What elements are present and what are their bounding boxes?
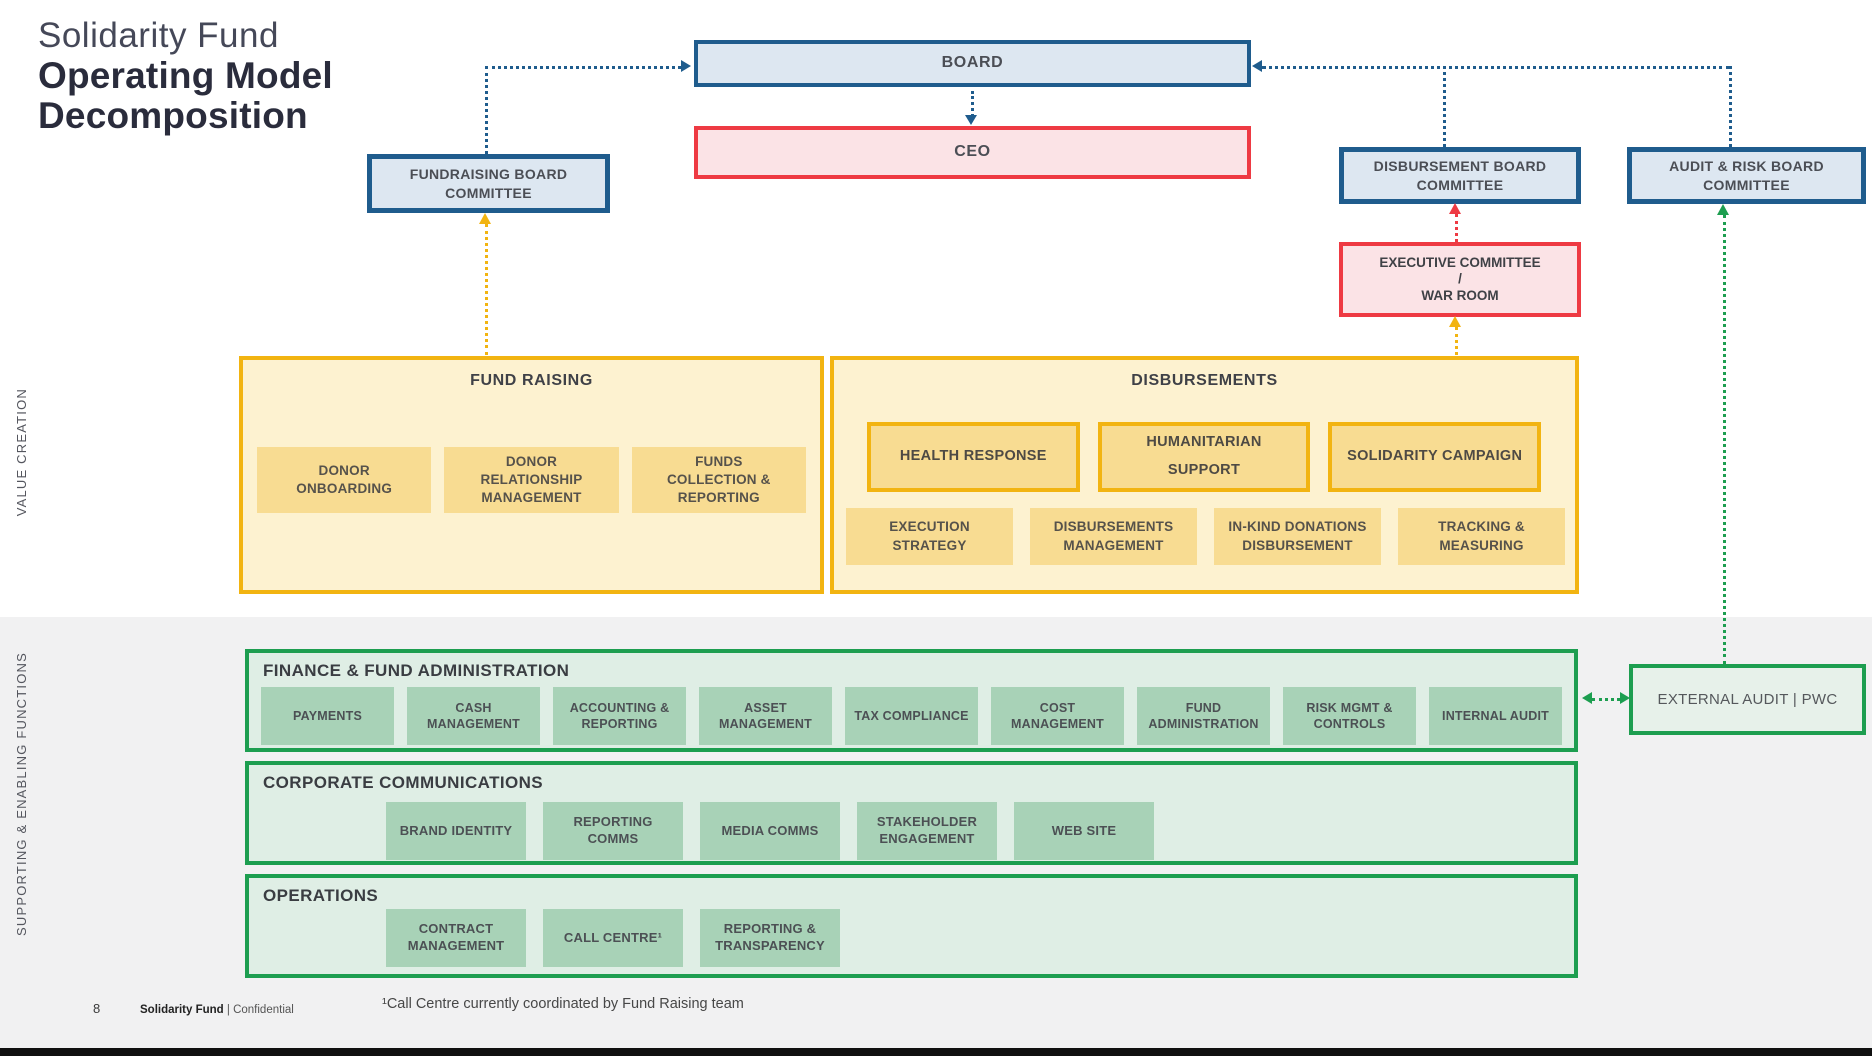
program-chip: HUMANITARIAN SUPPORT — [1097, 422, 1311, 492]
capability-chip: IN-KIND DONATIONS DISBURSEMENT — [1214, 508, 1381, 565]
connector-fundraising-section-to-committee — [485, 224, 488, 355]
capability-chip: FUNDS COLLECTION & REPORTING — [631, 447, 806, 513]
capability-chip: TRACKING & MEASURING — [1398, 508, 1565, 565]
program-chip: HEALTH RESPONSE — [867, 422, 1080, 492]
finance-title: FINANCE & FUND ADMINISTRATION — [263, 661, 570, 680]
page-number: 8 — [93, 1001, 101, 1016]
arrow-into-audit-committee-icon — [1717, 204, 1729, 215]
value-creation-axis-label: VALUE CREATION — [14, 388, 29, 517]
capability-chip: CONTRACT MANAGEMENT — [386, 909, 526, 967]
arrow-into-board-left-icon — [681, 60, 691, 72]
title-brand: Solidarity Fund — [38, 16, 279, 55]
capability-chip: INTERNAL AUDIT — [1429, 687, 1562, 745]
fund-raising-title: FUND RAISING — [470, 372, 593, 389]
arrow-into-external-audit-icon — [1620, 692, 1630, 704]
exec-line3: WAR ROOM — [1421, 287, 1499, 303]
external-audit-box: EXTERNAL AUDIT | PWC — [1629, 664, 1866, 735]
capability-chip: REPORTING COMMS — [543, 802, 683, 860]
capability-chip: DONOR RELATIONSHIP MANAGEMENT — [444, 447, 619, 513]
connector-fundraising-to-board-horizontal — [485, 66, 681, 69]
connector-disbursement-committee-vertical — [1443, 66, 1446, 147]
connector-fundraising-to-board-vertical — [485, 66, 488, 154]
footnote: ¹Call Centre currently coordinated by Fu… — [382, 996, 744, 1012]
capability-chip: EXECUTION STRATEGY — [846, 508, 1013, 565]
supporting-functions-axis-label: SUPPORTING & ENABLING FUNCTIONS — [14, 652, 29, 936]
capability-chip: DONOR ONBOARDING — [257, 447, 432, 513]
audit-risk-board-committee-box: AUDIT & RISK BOARD COMMITTEE — [1627, 147, 1866, 204]
capability-chip: STAKEHOLDER ENGAGEMENT — [857, 802, 997, 860]
finance-items-row: PAYMENTS CASH MANAGEMENT ACCOUNTING & RE… — [261, 687, 1562, 745]
fund-raising-section: FUND RAISING DONOR ONBOARDING DONOR RELA… — [239, 356, 824, 594]
connector-external-audit-to-audit-committee — [1723, 215, 1726, 664]
disbursements-programs-row: HEALTH RESPONSE HUMANITARIAN SUPPORT SOL… — [867, 422, 1542, 492]
arrow-into-disbursement-committee-icon — [1449, 203, 1461, 214]
capability-chip: FUND ADMINISTRATION — [1137, 687, 1270, 745]
arrow-into-fundraising-committee-icon — [479, 213, 491, 224]
slide-title: Solidarity Fund Operating Model Decompos… — [38, 16, 333, 136]
capability-chip: COST MANAGEMENT — [991, 687, 1124, 745]
finance-section: FINANCE & FUND ADMINISTRATION PAYMENTS C… — [245, 649, 1578, 752]
corporate-communications-items-row: BRAND IDENTITY REPORTING COMMS MEDIA COM… — [386, 802, 1154, 860]
capability-chip: CALL CENTRE¹ — [543, 909, 683, 967]
title-line3: Decomposition — [38, 95, 308, 137]
confidential-line: Solidarity Fund | Confidential — [140, 1004, 294, 1016]
disbursements-items-row: EXECUTION STRATEGY DISBURSEMENTS MANAGEM… — [846, 508, 1565, 565]
capability-chip: RISK MGMT & CONTROLS — [1283, 687, 1416, 745]
disbursements-title: DISBURSEMENTS — [1131, 372, 1278, 389]
exec-line1: EXECUTIVE COMMITTEE — [1379, 255, 1541, 271]
connector-finance-external-audit — [1592, 698, 1620, 701]
operations-section: OPERATIONS CONTRACT MANAGEMENT CALL CENT… — [245, 874, 1578, 978]
footer-brand: Solidarity Fund — [140, 1004, 224, 1016]
operations-title: OPERATIONS — [263, 886, 379, 905]
arrow-into-finance-icon — [1582, 692, 1592, 704]
bottom-bar — [0, 1048, 1872, 1056]
executive-committee-war-room-box: EXECUTIVE COMMITTEE / WAR ROOM — [1339, 242, 1581, 317]
connector-exec-to-disbursement-committee — [1455, 214, 1458, 242]
operations-items-row: CONTRACT MANAGEMENT CALL CENTRE¹ REPORTI… — [386, 909, 840, 967]
capability-chip: PAYMENTS — [261, 687, 394, 745]
corporate-communications-title: CORPORATE COMMUNICATIONS — [263, 773, 544, 792]
disbursement-board-committee-box: DISBURSEMENT BOARD COMMITTEE — [1339, 147, 1581, 204]
arrow-into-ceo-icon — [965, 115, 977, 125]
arrow-into-exec-committee-icon — [1449, 316, 1461, 327]
capability-chip: BRAND IDENTITY — [386, 802, 526, 860]
capability-chip: WEB SITE — [1014, 802, 1154, 860]
connector-disbursements-to-exec — [1455, 327, 1458, 355]
capability-chip: ACCOUNTING & REPORTING — [553, 687, 686, 745]
footer-confidential: | Confidential — [226, 1004, 294, 1016]
capability-chip: ASSET MANAGEMENT — [699, 687, 832, 745]
ceo-box: CEO — [694, 126, 1251, 179]
capability-chip: TAX COMPLIANCE — [845, 687, 978, 745]
capability-chip: MEDIA COMMS — [700, 802, 840, 860]
capability-chip: REPORTING & TRANSPARENCY — [700, 909, 840, 967]
fund-raising-items-row: DONOR ONBOARDING DONOR RELATIONSHIP MANA… — [257, 447, 806, 513]
connector-board-to-ceo — [971, 91, 974, 117]
connector-right-committees-to-board-horizontal — [1262, 66, 1730, 69]
arrow-into-board-right-icon — [1252, 60, 1262, 72]
exec-line2: / — [1458, 271, 1462, 287]
corporate-communications-section: CORPORATE COMMUNICATIONS BRAND IDENTITY … — [245, 761, 1578, 865]
fundraising-board-committee-box: FUNDRAISING BOARD COMMITTEE — [367, 154, 610, 213]
capability-chip: CASH MANAGEMENT — [407, 687, 540, 745]
connector-audit-committee-vertical — [1729, 66, 1732, 147]
disbursements-section: DISBURSEMENTS HEALTH RESPONSE HUMANITARI… — [830, 356, 1579, 594]
board-box: BOARD — [694, 40, 1251, 87]
program-chip: SOLIDARITY CAMPAIGN — [1328, 422, 1542, 492]
capability-chip: DISBURSEMENTS MANAGEMENT — [1030, 508, 1197, 565]
title-line2: Operating Model — [38, 55, 333, 97]
